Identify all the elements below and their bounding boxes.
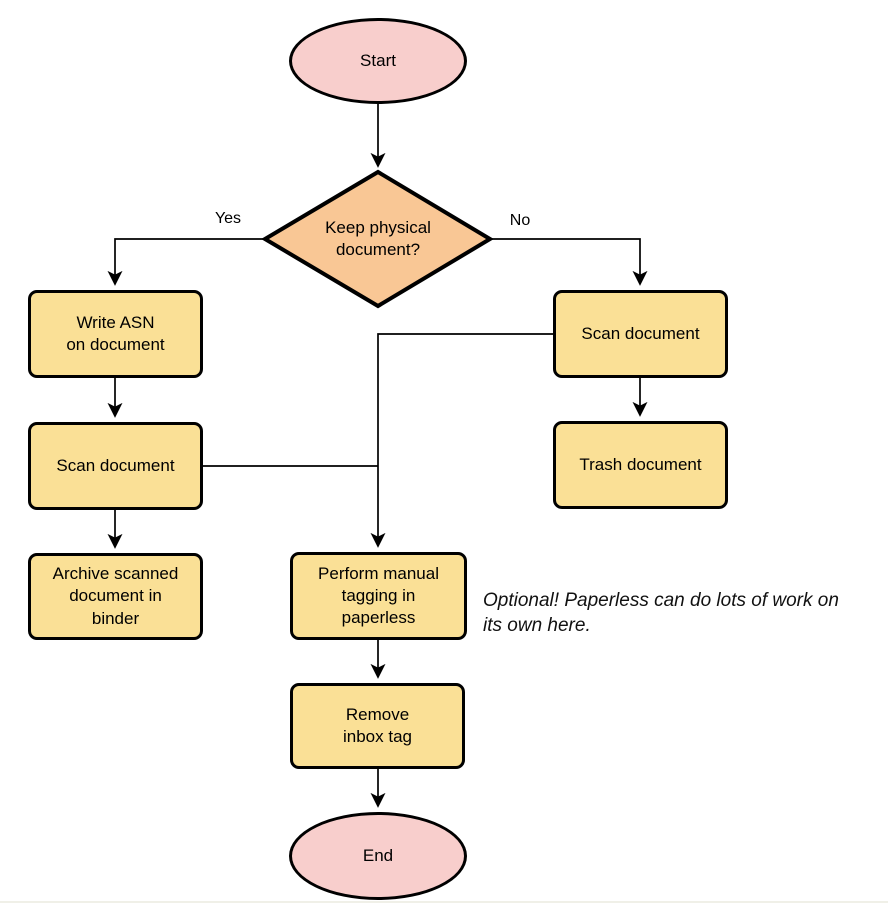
node-scan-document-left-label: Scan document bbox=[56, 455, 175, 475]
node-end: End bbox=[289, 812, 467, 900]
node-start-label: Start bbox=[360, 50, 396, 70]
node-archive-binder: Archive scanned document in binder bbox=[28, 553, 203, 640]
node-remove-inbox-tag: Remove inbox tag bbox=[290, 683, 465, 769]
edge-label-yes: Yes bbox=[214, 210, 242, 227]
edge-label-no: No bbox=[509, 212, 531, 229]
node-remove-inbox-tag-label: Remove inbox tag bbox=[343, 704, 412, 746]
optional-note: Optional! Paperless can do lots of work … bbox=[483, 590, 839, 637]
node-decision: Keep physical document? bbox=[265, 172, 491, 306]
node-write-asn-label: Write ASN on document bbox=[66, 312, 165, 354]
node-trash-document: Trash document bbox=[553, 421, 728, 509]
node-scan-document-left: Scan document bbox=[28, 422, 203, 510]
node-perform-tagging-label: Perform manual tagging in paperless bbox=[318, 563, 439, 628]
decision-diamond-shape bbox=[261, 169, 494, 309]
node-scan-document-right-label: Scan document bbox=[581, 323, 700, 343]
edge-scanright-perform bbox=[370, 333, 553, 548]
node-scan-document-right: Scan document bbox=[553, 290, 728, 378]
node-perform-tagging: Perform manual tagging in paperless bbox=[290, 552, 467, 640]
node-trash-document-label: Trash document bbox=[579, 454, 702, 474]
node-end-label: End bbox=[362, 845, 394, 865]
node-decision-label: Keep physical document? bbox=[325, 217, 431, 259]
node-archive-binder-label: Archive scanned document in binder bbox=[52, 564, 179, 628]
node-write-asn: Write ASN on document bbox=[28, 290, 203, 378]
edge-decision-scanright bbox=[490, 238, 648, 286]
edge-decision-writeasn bbox=[107, 238, 265, 286]
node-start: Start bbox=[289, 18, 467, 104]
page-bottom-edge bbox=[0, 901, 888, 903]
